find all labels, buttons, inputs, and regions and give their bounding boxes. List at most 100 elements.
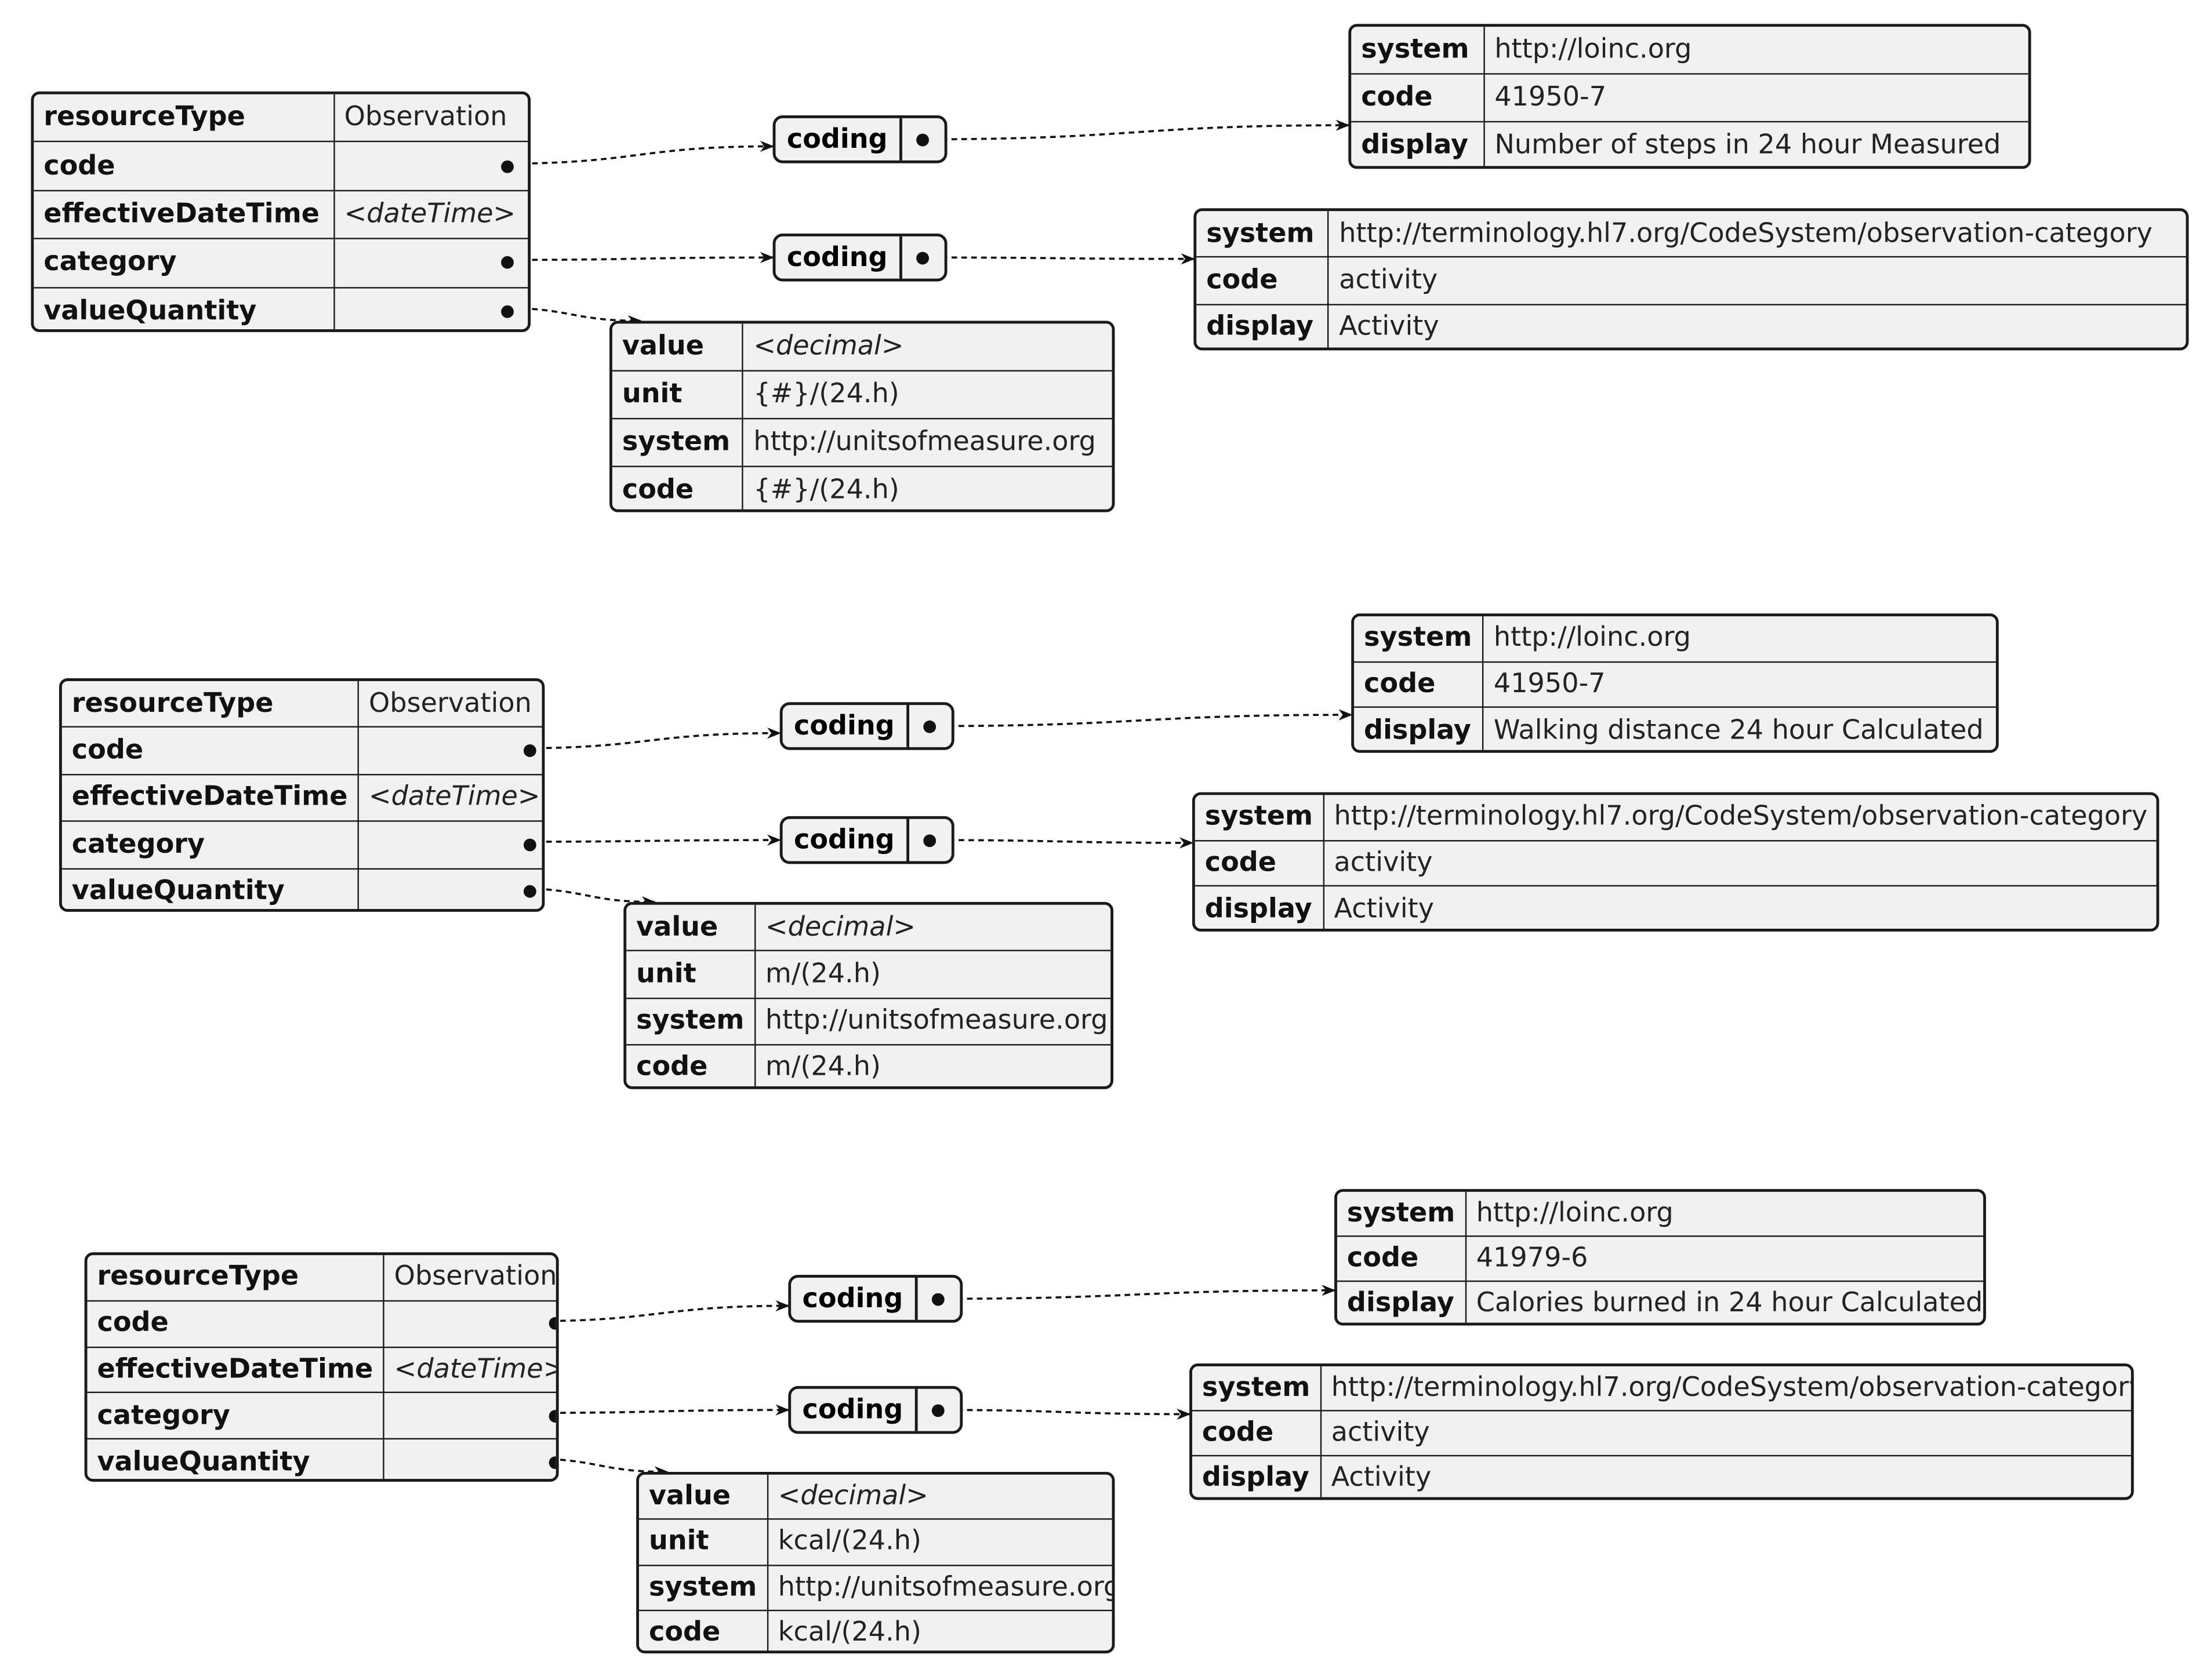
table-row: valueQuantity — [87, 1439, 556, 1479]
field-key: resourceType — [34, 94, 335, 143]
table-row: effectiveDateTime<dateTime> — [87, 1347, 556, 1394]
table-row: valueQuantity — [34, 287, 528, 329]
coding-label: coding — [775, 236, 902, 279]
reference-bullet — [333, 141, 528, 191]
field-value: http://loinc.org — [1465, 1191, 1984, 1237]
coding-bullet — [902, 118, 944, 161]
field-value: Calories burned in 24 hour Calculated — [1476, 1287, 1983, 1319]
field-key: category — [61, 821, 359, 870]
field-value: activity — [1320, 1410, 2131, 1457]
table-row: effectiveDateTime<dateTime> — [34, 190, 528, 240]
table-row: value<decimal> — [638, 1474, 1112, 1521]
field-key: code — [61, 727, 359, 775]
field-key: code — [34, 141, 335, 191]
field-key: code — [1196, 257, 1330, 305]
table-row: category — [87, 1392, 556, 1440]
reference-bullet — [358, 868, 542, 909]
field-key: category — [87, 1392, 384, 1440]
coding-bullet — [909, 819, 951, 861]
bullet-icon — [501, 305, 514, 318]
field-value: 41950-7 — [1483, 661, 1996, 708]
field-value: m/(24.h) — [765, 1052, 881, 1083]
field-key: unit — [638, 1519, 768, 1566]
category-coding-link — [929, 837, 1194, 849]
category-link — [502, 252, 775, 263]
category-coding-link — [937, 1408, 1191, 1420]
field-key: system — [612, 419, 744, 467]
reference-bullet — [358, 727, 542, 775]
field-value: <decimal> — [767, 1474, 1112, 1521]
field-value: kcal/(24.h) — [767, 1519, 1112, 1566]
field-key: display — [1195, 886, 1324, 929]
field-value: Observation — [383, 1255, 556, 1301]
field-value: kcal/(24.h) — [778, 1616, 922, 1648]
field-value: http://terminology.hl7.org/CodeSystem/ob… — [1328, 211, 2186, 258]
field-value: {#}/(24.h) — [743, 370, 1112, 420]
bullet-icon — [523, 838, 536, 852]
coding-bullet — [917, 1278, 960, 1320]
field-value: <decimal> — [754, 904, 1111, 952]
bullet-icon — [501, 256, 514, 270]
category-coding-link — [921, 253, 1195, 265]
reference-bullet — [383, 1392, 556, 1440]
field-value: Activity — [1331, 1461, 1432, 1493]
coding-label: coding — [791, 1388, 917, 1431]
table-row: code{#}/(24.h) — [612, 466, 1112, 510]
field-value: http://loinc.org — [1483, 616, 1996, 663]
field-value: 41979-6 — [1465, 1236, 1984, 1282]
table-row: category — [61, 821, 542, 870]
field-key: code — [626, 1044, 756, 1086]
field-value: Walking distance 24 hour Calculated — [1493, 714, 1984, 746]
category-coding-node: coding — [788, 1386, 963, 1434]
field-value: activity — [1328, 257, 2186, 305]
code-coding-node: coding — [788, 1275, 963, 1323]
field-key: value — [612, 323, 744, 372]
bullet-icon — [916, 251, 930, 264]
field-key: unit — [626, 951, 756, 999]
field-value: http://terminology.hl7.org/CodeSystem/ob… — [1323, 795, 2157, 841]
reference-bullet — [333, 238, 528, 288]
bullet-icon — [916, 133, 930, 146]
code-coding-link — [929, 709, 1353, 728]
field-key: display — [1196, 304, 1330, 348]
field-key: effectiveDateTime — [34, 190, 335, 240]
field-value: http://unitsofmeasure.org — [767, 1565, 1112, 1611]
bullet-icon — [923, 719, 936, 733]
field-key: code — [1337, 1236, 1467, 1282]
table-row: value<decimal> — [612, 323, 1112, 372]
field-key: system — [1351, 27, 1485, 75]
bullet-icon — [932, 1403, 945, 1417]
field-key: category — [34, 238, 335, 288]
reference-bullet — [333, 287, 528, 329]
field-value: Observation — [358, 681, 542, 728]
coding-label: coding — [783, 819, 909, 861]
table-row: valueQuantity — [61, 868, 542, 910]
field-key: system — [1195, 795, 1324, 841]
field-key: display — [1354, 707, 1484, 750]
category-link — [531, 1404, 790, 1416]
